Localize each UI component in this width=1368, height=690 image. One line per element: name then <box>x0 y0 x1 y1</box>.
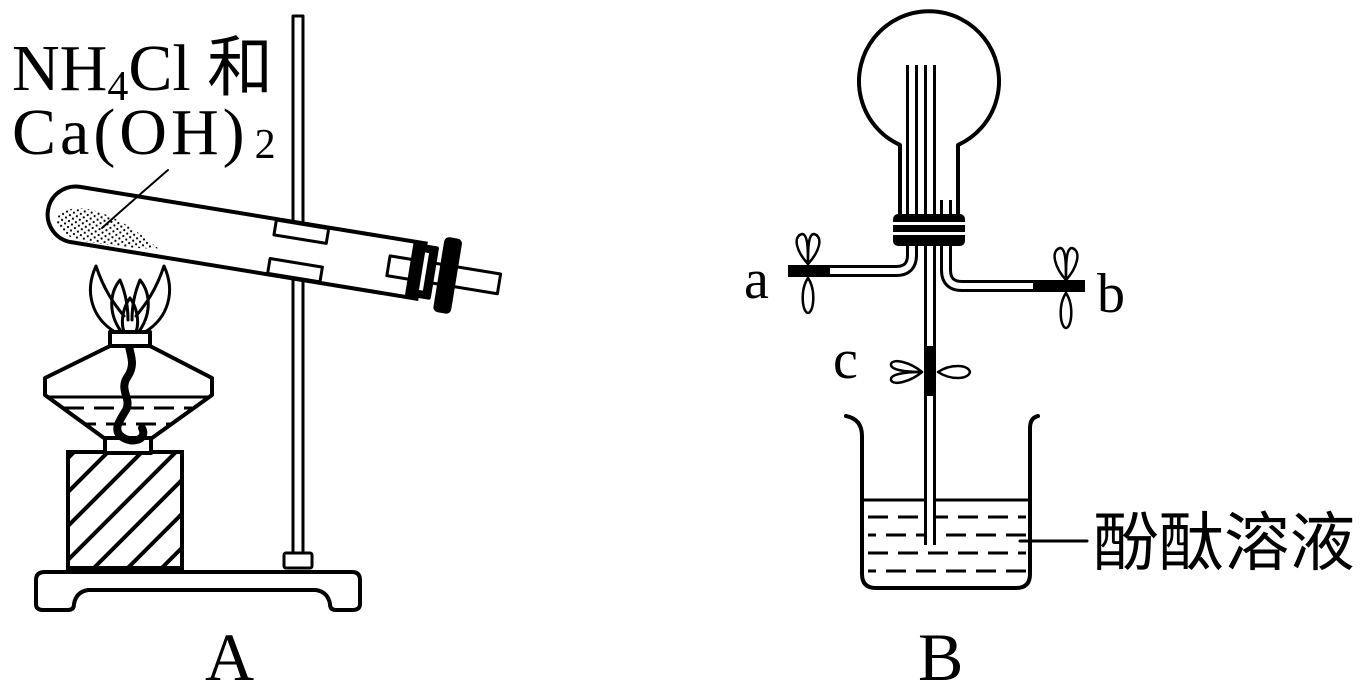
clamp-c-lobe-upper-left <box>889 360 924 374</box>
clamp-a-lobe-lower <box>801 276 815 315</box>
flame-inner-right <box>130 278 150 332</box>
alcohol-lamp <box>43 264 214 455</box>
reagent-formula-nh: NH <box>12 32 107 105</box>
stopper-body <box>893 214 965 246</box>
reagent-formula-cl-and: Cl 和 <box>128 32 273 105</box>
apparatus-a-label: A <box>205 619 254 690</box>
clamp-b-lobe-upper-left <box>1053 246 1068 282</box>
reagent-label-line2: Ca(OH)2 <box>12 96 280 169</box>
stand-rod <box>291 14 305 558</box>
solution-label: 酚酞溶液 <box>1093 508 1355 579</box>
glass-tube-right <box>940 200 1082 292</box>
reagent-subscript-4: 4 <box>107 64 128 110</box>
test-tube <box>45 184 428 302</box>
stand-base <box>34 570 362 612</box>
apparatus-b: a b c 酚酞溶液 B <box>744 9 1355 690</box>
lamp-wick-holder <box>108 330 152 348</box>
beaker <box>844 414 1040 590</box>
rubber-stopper-flange <box>433 237 462 314</box>
rubber-stopper-groove <box>418 252 430 291</box>
lamp-wick <box>113 334 148 445</box>
reagent-subscript-2: 2 <box>255 122 280 168</box>
flame-core <box>120 296 140 334</box>
glass-tube-left <box>792 65 918 277</box>
apparatus-a: NH4Cl 和 Ca(OH)2 A <box>12 14 503 690</box>
test-tube-assembly <box>45 184 503 314</box>
reagent-formula-caoh: Ca(OH) <box>12 96 249 169</box>
rubber-tube-b <box>1033 280 1085 292</box>
tube-left-bore <box>792 65 915 274</box>
clamp-b-label: b <box>1097 263 1125 325</box>
clamp-a-lobe-upper-right <box>806 232 821 266</box>
flame-inner-left <box>110 278 130 332</box>
rubber-tube-c <box>924 346 936 396</box>
beaker-outline <box>844 414 1040 590</box>
stopper-stripe <box>893 232 965 235</box>
reagent-leader-line <box>101 169 169 229</box>
pinch-clamp-a <box>788 232 830 315</box>
tube-right-bore <box>943 200 1082 289</box>
stopper-stripe <box>893 222 965 225</box>
clamp-c-label: c <box>833 329 858 391</box>
clamp-pad-lower <box>266 257 324 284</box>
clamp-a-lobe-upper-left <box>795 232 810 266</box>
pinch-clamp-c <box>889 346 972 396</box>
clamp-b-lobe-lower <box>1059 291 1073 330</box>
clamp-c-lobe-right <box>936 364 972 380</box>
rubber-tube-a <box>788 265 830 277</box>
clamp-pad-upper <box>272 218 331 245</box>
reagent-label-line1: NH4Cl 和 <box>12 32 273 110</box>
flame-outer-left <box>88 264 126 334</box>
clamp-a-label: a <box>744 249 769 311</box>
flask-stopper <box>893 214 965 246</box>
clamp-b-lobe-upper-right <box>1064 246 1079 282</box>
reagent-powder <box>56 208 159 249</box>
clamp-c-lobe-lower-left <box>889 370 924 384</box>
lamp-support-block <box>66 450 184 570</box>
pinch-clamp-b <box>1033 246 1085 330</box>
lamp-flame <box>88 264 172 334</box>
flame-outer-right <box>134 264 172 334</box>
apparatus-b-label: B <box>918 619 963 690</box>
stand-rod-socket <box>282 551 314 570</box>
